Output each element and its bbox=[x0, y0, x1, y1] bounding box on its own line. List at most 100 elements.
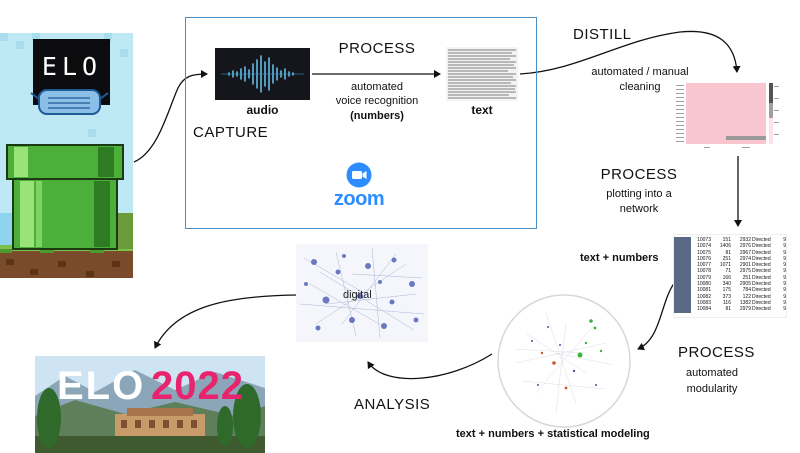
text-numbers-label: text + numbers bbox=[580, 252, 659, 264]
table-cell: 10078 bbox=[697, 268, 711, 275]
table-cell: 9 bbox=[783, 243, 786, 250]
table-row-id-cell bbox=[674, 299, 691, 307]
table-cell: 10080 bbox=[697, 281, 711, 288]
table-cell: Directed bbox=[752, 293, 771, 300]
analysis-heading: ANALYSIS bbox=[354, 396, 431, 413]
table-row-id-cell bbox=[674, 306, 691, 313]
table-cell: Directed bbox=[752, 299, 771, 306]
table-cell: 2932 bbox=[739, 237, 751, 243]
table-cell: 340 bbox=[722, 281, 731, 288]
table-cell: 151 bbox=[722, 237, 731, 243]
table-row-id-cell bbox=[674, 281, 691, 288]
banner-year: 2022 bbox=[151, 364, 244, 408]
table-cell: 166 bbox=[722, 274, 731, 281]
arrow-table-to-network bbox=[637, 281, 676, 351]
table-cell: Directed bbox=[752, 243, 771, 250]
process-detail-voice-recognition: voice recognition bbox=[335, 95, 419, 107]
arrow-graph-to-banner bbox=[154, 294, 297, 349]
analysis-network-graph: digital bbox=[296, 244, 428, 342]
modularity-network-circle bbox=[496, 293, 632, 429]
table-cell: 81 bbox=[725, 306, 731, 313]
table-cell: 1382 bbox=[739, 299, 751, 306]
process-heading-plotting: PROCESS bbox=[600, 166, 678, 183]
arrow-text-to-heatmap bbox=[519, 30, 741, 75]
table-cell: 2975 bbox=[739, 268, 751, 275]
process-detail-automated: automated bbox=[351, 81, 403, 93]
statistical-modeling-label: text + numbers + statistical modeling bbox=[456, 428, 650, 440]
table-cell: Directed bbox=[752, 274, 771, 281]
table-cell: 9 bbox=[783, 274, 786, 281]
table-row-id-cell bbox=[674, 287, 691, 294]
audio-waveform-thumbnail bbox=[215, 48, 310, 100]
cleaned-data-heatmap-thumbnail bbox=[676, 80, 780, 152]
table-cell: 10073 bbox=[697, 237, 711, 243]
table-cell: 2967 bbox=[739, 249, 751, 256]
table-cell: 10077 bbox=[697, 262, 711, 269]
table-row-id-cell bbox=[674, 274, 691, 282]
table-cell: 9 bbox=[783, 262, 786, 269]
table-cell: 9 bbox=[783, 287, 786, 294]
zoom-logo-text: zoom bbox=[333, 188, 385, 210]
table-cell: Directed bbox=[752, 255, 771, 262]
table-cell: 71 bbox=[725, 268, 731, 275]
table-cell: 9 bbox=[783, 281, 786, 288]
table-cell: 9 bbox=[783, 299, 786, 306]
arrow-capture-to-audio bbox=[133, 70, 208, 163]
game-art-illustration: ELO bbox=[0, 33, 133, 278]
table-cell: 251 bbox=[742, 274, 751, 281]
elo-2022-banner: ELO 2022 bbox=[35, 356, 265, 453]
table-row-id-cell bbox=[674, 243, 691, 250]
text-label: text bbox=[471, 103, 493, 117]
table-row-id-cell bbox=[674, 293, 691, 300]
table-row-id-cell bbox=[674, 268, 691, 275]
table-cell: Directed bbox=[752, 262, 771, 269]
table-cell: 10082 bbox=[697, 293, 711, 300]
table-cell: Directed bbox=[752, 281, 771, 288]
table-cell: 10075 bbox=[697, 249, 711, 256]
zoom-camera-icon bbox=[346, 162, 372, 188]
table-cell: Directed bbox=[752, 287, 771, 294]
table-cell: 2905 bbox=[739, 281, 751, 288]
modularity-detail-automated: automated bbox=[686, 367, 738, 379]
table-row-id-cell bbox=[674, 262, 691, 269]
process-heading-capture: PROCESS bbox=[338, 40, 416, 57]
capture-heading: CAPTURE bbox=[193, 124, 269, 141]
table-cell: 2974 bbox=[739, 255, 751, 262]
plotting-detail-network: network bbox=[619, 203, 659, 215]
table-cell: Directed bbox=[752, 249, 771, 256]
transcript-text-thumbnail bbox=[446, 47, 518, 101]
table-cell: 9 bbox=[783, 306, 786, 313]
table-cell: 2976 bbox=[739, 243, 751, 250]
arrow-network-to-graph bbox=[367, 353, 493, 380]
distill-detail-automated-manual: automated / manual bbox=[591, 66, 689, 78]
table-cell: 1071 bbox=[719, 262, 731, 269]
table-cell: 10083 bbox=[697, 299, 711, 306]
plotting-detail-plotting-into: plotting into a bbox=[606, 188, 672, 200]
table-cell: 10079 bbox=[697, 274, 711, 281]
table-cell: 9 bbox=[783, 293, 786, 300]
distill-detail-cleaning: cleaning bbox=[619, 81, 661, 93]
table-cell: 373 bbox=[722, 293, 731, 300]
table-cell: 251 bbox=[722, 255, 731, 262]
table-row-id-cell bbox=[674, 237, 691, 244]
capture-zoom-box bbox=[185, 17, 537, 229]
table-cell: 81 bbox=[725, 249, 731, 256]
banner-elo-word: ELO bbox=[57, 364, 146, 408]
table-cell: 122 bbox=[742, 293, 751, 300]
graph-node-word-digital: digital bbox=[343, 289, 372, 301]
table-cell: 10081 bbox=[697, 287, 711, 294]
table-cell: 116 bbox=[723, 299, 731, 306]
table-cell: 9 bbox=[783, 249, 786, 256]
